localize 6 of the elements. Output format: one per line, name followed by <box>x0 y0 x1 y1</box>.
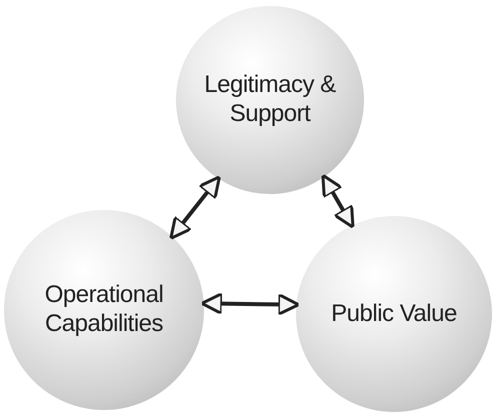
node-label: Public Value <box>331 300 457 328</box>
double-arrow <box>200 292 300 316</box>
node-label: Operational Capabilities <box>44 281 164 339</box>
double-arrow <box>321 174 354 229</box>
double-arrow <box>169 175 221 240</box>
node-label: Legitimacy & Support <box>203 71 337 129</box>
